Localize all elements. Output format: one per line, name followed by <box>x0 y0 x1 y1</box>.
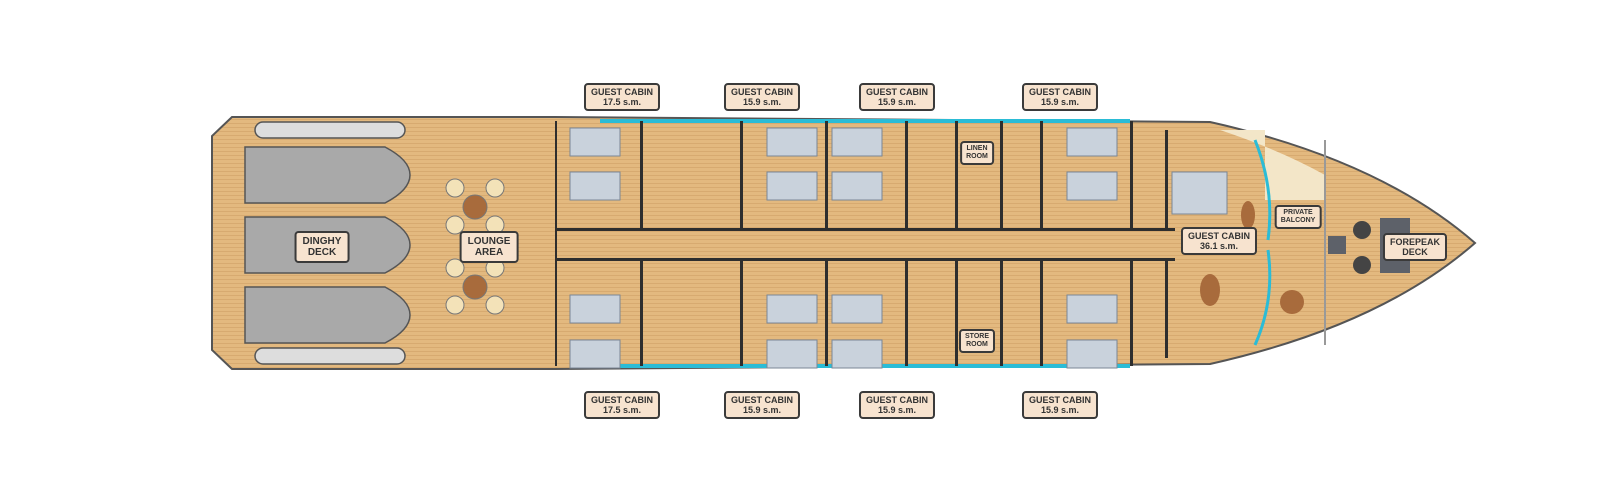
label-line: FOREPEAK <box>1389 237 1441 247</box>
balcony-floor <box>1220 130 1325 200</box>
label-line: DINGHY <box>302 236 342 247</box>
cabin-name: GUEST CABIN <box>865 87 929 97</box>
cabin-area: 15.9 s.m. <box>1040 405 1080 415</box>
cabin-name: GUEST CABIN <box>730 395 794 405</box>
cabin-name: GUEST CABIN <box>730 87 794 97</box>
label-line: ROOM <box>966 341 988 348</box>
cabin-area: 15.9 s.m. <box>1040 97 1080 107</box>
cabin-name: GUEST CABIN <box>1187 231 1251 241</box>
cabin-area: 15.9 s.m. <box>742 97 782 107</box>
cabin-area: 36.1 s.m. <box>1199 241 1239 251</box>
cabin-name: GUEST CABIN <box>1028 395 1092 405</box>
cabin-name: GUEST CABIN <box>865 395 929 405</box>
cabin-name: GUEST CABIN <box>590 395 654 405</box>
cabin-area: 15.9 s.m. <box>877 97 917 107</box>
cabin-name: GUEST CABIN <box>590 87 654 97</box>
hull <box>211 116 1477 370</box>
label-line: BALCONY <box>1280 217 1316 224</box>
cabin-area: 15.9 s.m. <box>877 405 917 415</box>
cabin-area: 17.5 s.m. <box>602 97 642 107</box>
lounge-furniture <box>445 178 505 315</box>
cabin-area: 17.5 s.m. <box>602 405 642 415</box>
label-line: DECK <box>307 247 337 258</box>
label-line: STORE <box>965 333 989 340</box>
cabin-area: 15.9 s.m. <box>742 405 782 415</box>
label-line: DECK <box>1402 247 1428 257</box>
label-line: LOUNGE <box>467 236 511 247</box>
label-line: ROOM <box>966 153 988 160</box>
label-line: PRIVATE <box>1283 209 1313 216</box>
label-line: AREA <box>474 247 504 258</box>
label-line: LINEN <box>966 145 988 152</box>
cabin-name: GUEST CABIN <box>1028 87 1092 97</box>
